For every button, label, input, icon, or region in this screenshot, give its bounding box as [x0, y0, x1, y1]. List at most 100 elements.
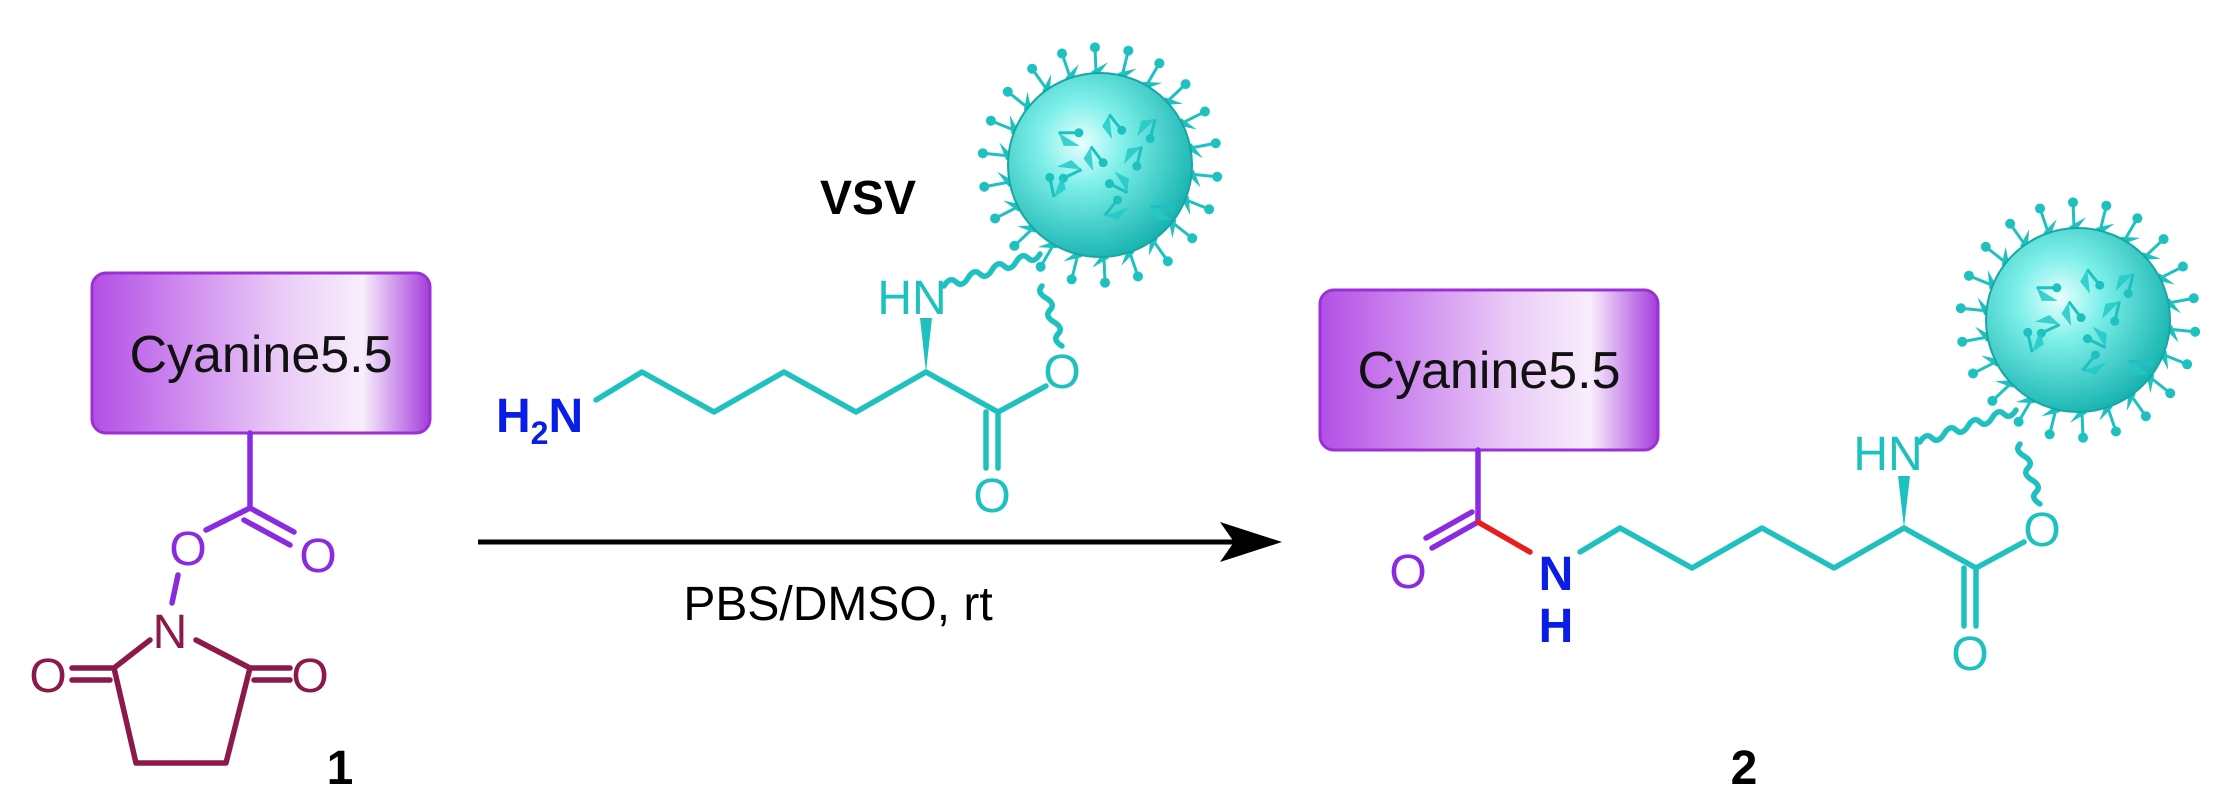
virus-2-glycoprotein-knob: [2076, 313, 2086, 323]
virus-1-knob: [1180, 79, 1191, 90]
virus-1-glycoprotein-knob: [1104, 179, 1114, 189]
nh-label: HN: [877, 272, 946, 325]
virus-2-glycoprotein-knob: [2082, 334, 2092, 344]
nhs-oxygen-right: O: [291, 650, 328, 703]
virus-1-knob: [977, 148, 988, 159]
virus-1-fin: [1104, 207, 1129, 220]
wavy-linker-nh-2: [1917, 407, 2019, 445]
virus-2-knob: [2005, 218, 2016, 229]
virus-1-fin: [1054, 173, 1066, 198]
virus-1-glycoprotein-knob: [1132, 161, 1142, 171]
stereo-wedge-2: [1898, 476, 1910, 528]
virus-2-knob: [2101, 200, 2112, 211]
amide-oxygen: O: [1389, 546, 1426, 599]
vsv-virus-icon: [977, 42, 1223, 288]
virus-2-fin: [2080, 269, 2091, 295]
virus-2-knob: [2158, 234, 2169, 245]
amide-hydrogen: H: [1539, 600, 1574, 653]
virus-1-knob: [1027, 63, 1038, 74]
virus-1-knob: [1204, 204, 1215, 215]
reaction-arrow: PBS/DMSO, rt: [478, 522, 1282, 631]
nhs-ring: [69, 637, 293, 766]
cyanine-label-2: Cyanine5.5: [1357, 342, 1620, 400]
carboxyl-oxygen: O: [973, 470, 1010, 523]
virus-1-knob: [1100, 277, 1111, 288]
virus-2-knob: [1987, 395, 1998, 406]
stereo-wedge: [920, 318, 932, 372]
virus-1-glycoprotein-knob: [1098, 158, 1108, 168]
virus-2-fin: [2101, 301, 2120, 320]
product-2: Cyanine5.5 O N H HN O O 2: [1318, 197, 2201, 795]
virus-1-knob: [1162, 256, 1173, 267]
virus-2-fin: [2092, 326, 2107, 348]
virus-2-glycoprotein-knob: [2123, 289, 2133, 299]
ester-oxygen-vsv: O: [1043, 346, 1080, 399]
virus-2-glycoprotein-knob: [2090, 350, 2100, 360]
virus-2-knob: [1957, 336, 1968, 347]
virus-2-fin: [2061, 301, 2072, 327]
virus-2-knob: [2190, 326, 2201, 337]
virus-2-fin: [2034, 314, 2060, 325]
virus-1-fin: [1137, 119, 1156, 137]
virus-1-fin: [1123, 146, 1142, 165]
nh-label-2: HN: [1853, 428, 1922, 481]
virus-1-knob: [1154, 58, 1165, 69]
virus-1-knob: [1089, 42, 1100, 53]
virus-2-knob: [1968, 368, 1979, 379]
virus-2-knob: [2110, 426, 2121, 437]
virus-1-fin: [1083, 146, 1094, 172]
vsv-virus-icon-2: [1955, 197, 2201, 443]
virus-2-glycoprotein-knob: [2095, 280, 2105, 290]
cyanine-label-1: Cyanine5.5: [129, 326, 392, 384]
virus-1-glycoprotein-knob: [1074, 128, 1084, 138]
virus-2-knob: [2067, 197, 2078, 208]
wavy-linker-o: [1037, 283, 1065, 349]
cyanine-box-1: [90, 271, 432, 435]
virus-2-knob: [2177, 261, 2188, 272]
virus-2-fin: [1981, 355, 2001, 367]
new-amide-bond: [1475, 519, 1533, 555]
wavy-linker-o-2: [2015, 441, 2043, 507]
compound-number-2: 2: [1731, 742, 1758, 795]
virus-2-knob: [2044, 429, 2055, 440]
virus-1-knob: [985, 115, 996, 126]
virus-2-fin: [2128, 361, 2150, 375]
virus-1-fin: [1150, 206, 1172, 220]
ester-oxygen-2: O: [2023, 504, 2060, 557]
virus-1-knob: [1035, 261, 1046, 272]
lysine-chain-2: [1577, 525, 1907, 571]
virus-1-knob: [1009, 240, 1020, 251]
virus-2-knob: [2140, 411, 2151, 422]
virus-2-knob: [2182, 359, 2193, 370]
carboxyl-bonds-2: [1901, 525, 2027, 629]
virus-2-knob: [1980, 241, 1991, 252]
virus-2-knob: [1955, 303, 1966, 314]
nhs-oxygen-left: O: [29, 650, 66, 703]
virus-1-glycoprotein-knob: [1112, 195, 1122, 205]
reaction-condition: PBS/DMSO, rt: [683, 578, 992, 631]
virus-2-knob: [1963, 270, 1974, 281]
virus-1-knob: [1132, 271, 1143, 282]
amide-nitrogen: N: [1539, 548, 1574, 601]
lysine-chain: [593, 369, 929, 415]
virus-2-knob: [2035, 203, 2046, 214]
virus-1-knob: [1123, 45, 1134, 56]
wavy-linker-nh: [941, 251, 1043, 289]
virus-2-glycoprotein-knob: [2052, 283, 2062, 293]
ester-bonds-1: [203, 505, 297, 548]
virus-2-fin: [2036, 287, 2058, 301]
virus-1-knob: [1187, 233, 1198, 244]
virus-1-knob: [1057, 48, 1068, 59]
o-n-bond: [169, 572, 181, 606]
virus-2-glycoprotein-knob: [2144, 357, 2154, 367]
virus-1-fin: [1058, 132, 1080, 146]
ester-oxygen-1: O: [169, 523, 206, 576]
virus-1-knob: [979, 181, 990, 192]
virus-2-fin: [2082, 362, 2107, 375]
carbonyl-oxygen-1: O: [299, 530, 336, 583]
arrow-head-icon: [1220, 522, 1282, 562]
compound-number-1: 1: [327, 742, 354, 795]
cyanine-box-2: [1318, 288, 1660, 452]
reagent-vsv: VSV H2N HN O O: [496, 42, 1223, 523]
